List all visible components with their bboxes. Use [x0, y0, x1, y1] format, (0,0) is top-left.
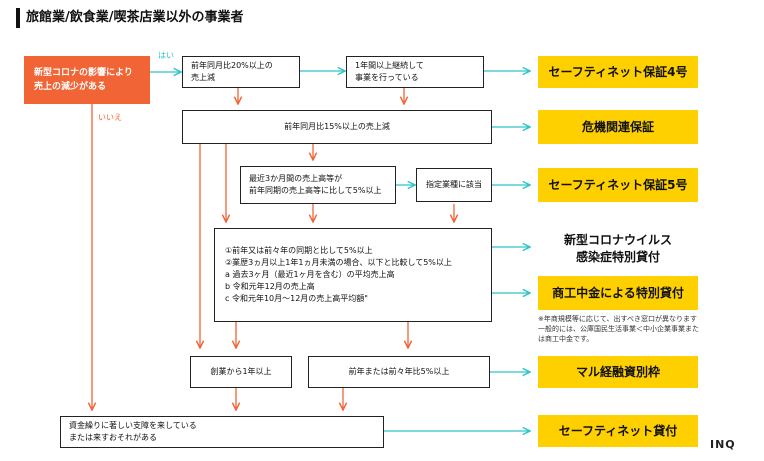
- cashflow-node: 資金繰りに著しい支障を来している または来すおそれがある: [60, 416, 384, 448]
- brand-logo: INQ: [710, 438, 736, 451]
- conditions-line4: b 令和元年12月の売上高: [225, 282, 315, 291]
- conditions-line1: ①前年又は前々年の同期と比して5%以上: [225, 246, 373, 255]
- decline20-line2: 売上減: [191, 73, 215, 82]
- result-shoko: 商工中金による特別貸付: [538, 276, 698, 310]
- start-line1: 新型コロナの影響により: [34, 68, 133, 78]
- note-line2: 一般的には、公庫国民生活事業＜中小企業事業また: [538, 325, 699, 333]
- result-sn4: セーフティネット保証4号: [538, 56, 698, 88]
- decline20-line1: 前年同月比20%以上の: [191, 61, 273, 70]
- cashflow-line1: 資金繰りに著しい支障を来している: [69, 421, 197, 430]
- designated-node: 指定業種に該当: [416, 168, 492, 202]
- continued1y-line1: 1年間以上継続して: [355, 61, 424, 70]
- cashflow-line2: または来すおそれがある: [69, 433, 157, 442]
- start-line2: 売上の減少がある: [34, 82, 107, 92]
- result-corona-line1: 新型コロナウイルス: [563, 233, 672, 247]
- yes-label: はい: [158, 51, 174, 60]
- conditions-line5: c 令和元年10月～12月の売上高平均額": [225, 294, 368, 303]
- prev5-node: 前年または前々年比5%以上: [308, 356, 490, 388]
- recent3m-line2: 前年同期の売上高等に比して5%以上: [249, 186, 382, 195]
- window-note: ※年商規模等に応じて、出すべき窓口が異なります 一般的には、公庫国民生活事業＜中…: [538, 314, 718, 344]
- no-label: いいえ: [98, 113, 122, 122]
- founded1y-node: 創業から1年以上: [190, 356, 292, 388]
- start-node: 新型コロナの影響により 売上の減少がある: [24, 56, 150, 104]
- continued1y-node: 1年間以上継続して 事業を行っている: [346, 56, 484, 88]
- recent3m-node: 最近3か月間の売上高等が 前年同期の売上高等に比して5%以上: [240, 166, 396, 204]
- result-snloan: セーフティネット貸付: [538, 415, 698, 447]
- note-line3: は商工中金です。: [538, 335, 594, 343]
- decline15-node: 前年同月比15%以上の売上減: [182, 110, 492, 144]
- result-maru: マル経融資別枠: [538, 356, 698, 388]
- conditions-line3: a 過去3ヶ月（最近1ヶ月を含む）の平均売上高: [225, 270, 395, 279]
- page-title: 旅館業/飲食業/喫茶店業以外の事業者: [16, 8, 244, 28]
- result-corona: 新型コロナウイルス 感染症特別貸付: [538, 230, 698, 268]
- conditions-node: ①前年又は前々年の同期と比して5%以上 ②業歴3ヵ月以上1年1ヵ月未満の場合、以…: [214, 228, 492, 322]
- result-corona-line2: 感染症特別貸付: [575, 250, 660, 264]
- note-line1: ※年商規模等に応じて、出すべき窓口が異なります: [538, 315, 698, 323]
- decline20-node: 前年同月比20%以上の 売上減: [182, 56, 300, 88]
- conditions-line2: ②業歴3ヵ月以上1年1ヵ月未満の場合、以下と比較して5%以上: [225, 258, 452, 267]
- continued1y-line2: 事業を行っている: [355, 73, 419, 82]
- result-crisis: 危機関連保証: [538, 110, 698, 144]
- recent3m-line1: 最近3か月間の売上高等が: [249, 174, 343, 183]
- result-sn5: セーフティネット保証5号: [538, 168, 698, 202]
